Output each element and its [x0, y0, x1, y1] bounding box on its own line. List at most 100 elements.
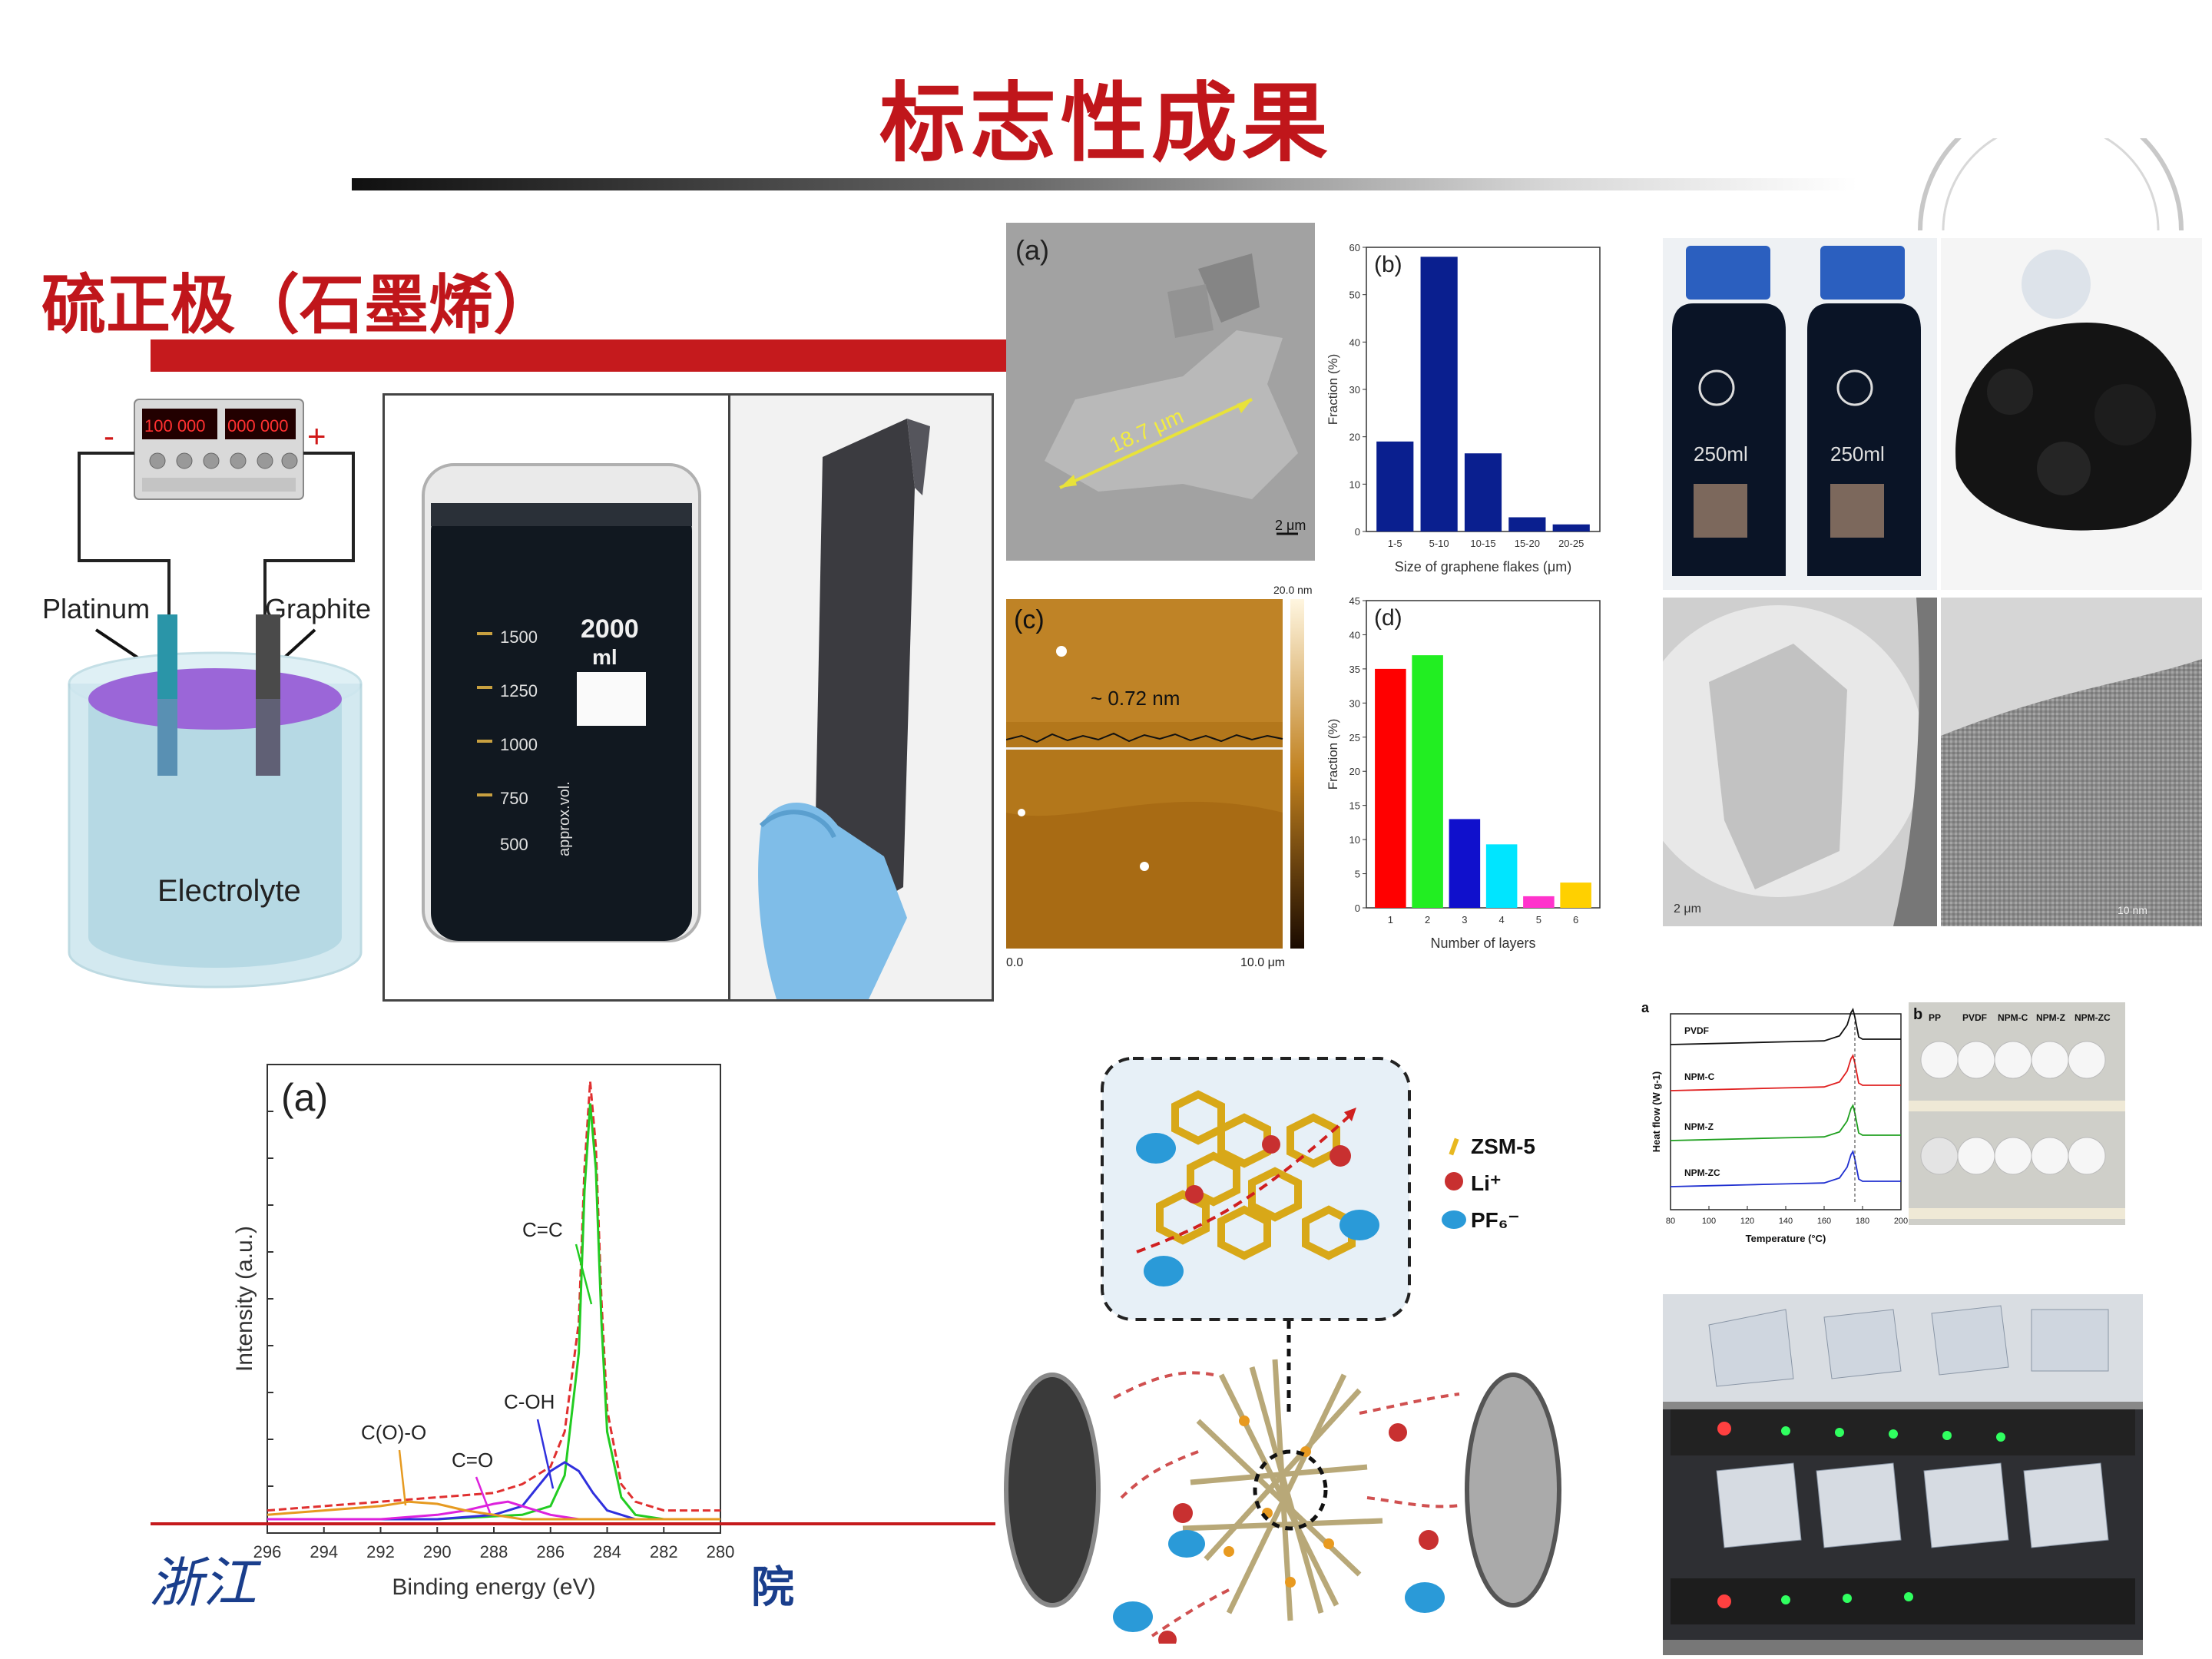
dsc-xtick-label: 140 [1779, 1217, 1793, 1226]
xps-xtick-label: 284 [593, 1542, 621, 1561]
afm-top-scale: 20.0 nm [1273, 584, 1313, 596]
beaker-mark-4: 750 [500, 789, 528, 808]
xps-annotation: C(O)-O [361, 1421, 426, 1444]
title-underline [352, 178, 1857, 190]
xps-annotation-line [536, 1419, 555, 1489]
xps-xtick-label: 288 [480, 1542, 508, 1561]
university-seal [1918, 138, 2184, 231]
platinum-label: Platinum [42, 593, 150, 624]
tem-image-panel: 2 μm [1663, 598, 1937, 926]
afm-panel-label: (c) [1014, 605, 1045, 634]
electrolyte-label: Electrolyte [157, 874, 301, 908]
xps-xtick-label: 286 [536, 1542, 565, 1561]
layers-chart-bar [1375, 668, 1406, 908]
xps-annotation: C=C [522, 1218, 563, 1241]
beaker-mark-5: 500 [500, 835, 528, 854]
display-right: 000 000 [227, 416, 289, 435]
layers-chart-ytick-label: 35 [1349, 664, 1360, 675]
xps-annotation-line [475, 1476, 492, 1514]
beaker-photo: 1500 1250 1000 750 500 2000 ml approx.vo… [382, 393, 731, 1002]
bottle-label-2: 250ml [1830, 442, 1885, 465]
bottle-label-1: 250ml [1694, 442, 1748, 465]
section-subtitle: 硫正极（石墨烯） [41, 267, 558, 343]
sem-panel-label: (a) [1015, 234, 1049, 266]
beaker-mark-3: 1000 [500, 735, 538, 754]
flake-chart-ytick-label: 0 [1355, 526, 1360, 538]
xps-xtick-label: 290 [423, 1542, 452, 1561]
xps-xtick-label: 296 [253, 1542, 282, 1561]
xps-series-line [267, 1103, 720, 1521]
dsc-xtick-label: 100 [1702, 1217, 1716, 1226]
sem-scale: 2 μm [1275, 518, 1306, 533]
battery-testing-photo [1663, 1294, 2143, 1655]
zsm5-separator-diagram: ZSM-5 Li⁺ PF₆⁻ [1004, 1057, 1561, 1644]
afm-x-start: 0.0 [1006, 956, 1023, 969]
layers-chart-ylabel: Fraction (%) [1326, 719, 1340, 790]
legend-li: Li⁺ [1471, 1171, 1502, 1195]
layers-chart-panel-label: (d) [1374, 605, 1402, 631]
xps-panel-label: (a) [281, 1076, 328, 1119]
graphite-label: Graphite [265, 593, 371, 624]
beaker-mark-2: 1250 [500, 681, 538, 700]
layers-chart-ytick-label: 25 [1349, 732, 1360, 743]
layers-chart-plot-frame [1366, 600, 1601, 909]
layers-chart-bar [1449, 819, 1481, 908]
flake-chart-ytick-label: 10 [1349, 478, 1360, 490]
dsc-series-label: NPM-C [1684, 1071, 1715, 1082]
afm-image-panel: (c) ~ 0.72 nm 20.0 nm 0.0 10.0 μm [1006, 582, 1315, 982]
xps-xtick-label: 292 [366, 1542, 395, 1561]
dsc-series-line [1670, 1104, 1901, 1141]
flake-chart-ytick-label: 20 [1349, 432, 1360, 443]
xps-xtick-label: 280 [707, 1542, 735, 1561]
xps-annotation: C=O [452, 1449, 493, 1472]
graphene-powder-photo [1941, 238, 2202, 590]
dsc-xlabel: Temperature (°C) [1746, 1233, 1826, 1244]
membrane-name-5: NPM-ZC [2075, 1012, 2111, 1023]
flake-chart-ylabel: Fraction (%) [1326, 354, 1340, 426]
layers-chart-xlabel: Number of layers [1430, 935, 1535, 951]
flake-chart-bar [1420, 257, 1458, 531]
membrane-name-4: NPM-Z [2036, 1012, 2065, 1023]
page-title: 标志性成果 [879, 74, 1333, 174]
layers-chart-ytick-label: 30 [1349, 697, 1360, 709]
dsc-series-line [1670, 1150, 1901, 1187]
layers-chart-xtick-label: 1 [1388, 914, 1393, 926]
flake-chart-xtick-label: 15-20 [1515, 538, 1540, 549]
membranes-photo: b PP PVDF NPM-C NPM-Z NPM-ZC [1909, 1002, 2125, 1225]
dsc-xtick-label: 120 [1740, 1217, 1754, 1226]
xps-annotation-line [398, 1449, 407, 1506]
sem-image-panel: 18.7 μm (a) 2 μm [1006, 223, 1315, 561]
dsc-xtick-label: 200 [1894, 1217, 1908, 1226]
minus-sign: - [104, 418, 114, 454]
beaker-side-text: approx.vol. [556, 781, 573, 856]
layers-chart-xtick-label: 4 [1499, 914, 1505, 926]
layers-chart-ytick-label: 10 [1349, 834, 1360, 846]
flake-chart-xtick-label: 1-5 [1388, 538, 1402, 549]
hrtem-image-panel: 10 nm [1941, 598, 2202, 926]
dsc-series-label: PVDF [1684, 1025, 1709, 1036]
layers-chart-xtick-label: 6 [1573, 914, 1578, 926]
flake-chart-ytick-label: 40 [1349, 336, 1360, 348]
membrane-name-2: PVDF [1962, 1012, 1987, 1023]
dsc-xtick-label: 80 [1666, 1217, 1675, 1226]
beaker-mark-1: 1500 [500, 628, 538, 647]
flake-chart-panel-label: (b) [1374, 252, 1402, 277]
footer-text: 院 [751, 1563, 794, 1613]
beaker-unit: ml [592, 645, 618, 669]
afm-measure: ~ 0.72 nm [1091, 687, 1180, 710]
xps-xlabel: Binding energy (eV) [392, 1575, 595, 1600]
layers-chart-ytick-label: 45 [1349, 595, 1360, 607]
dsc-series-label: NPM-ZC [1684, 1167, 1720, 1178]
layers-chart-bar [1560, 882, 1591, 908]
layers-chart-ytick-label: 20 [1349, 766, 1360, 777]
dsc-ylabel: Heat flow (W g-1) [1651, 1071, 1662, 1152]
xps-xtick-label: 294 [310, 1542, 338, 1561]
flake-chart-xtick-label: 5-10 [1429, 538, 1449, 549]
legend-pf6: PF₆⁻ [1471, 1208, 1519, 1232]
xps-series-line [267, 1081, 720, 1512]
flake-chart-xtick-label: 20-25 [1558, 538, 1584, 549]
legend-zsm5: ZSM-5 [1471, 1134, 1535, 1158]
zsm-legend: ZSM-5 Li⁺ PF₆⁻ [1442, 1134, 1535, 1232]
